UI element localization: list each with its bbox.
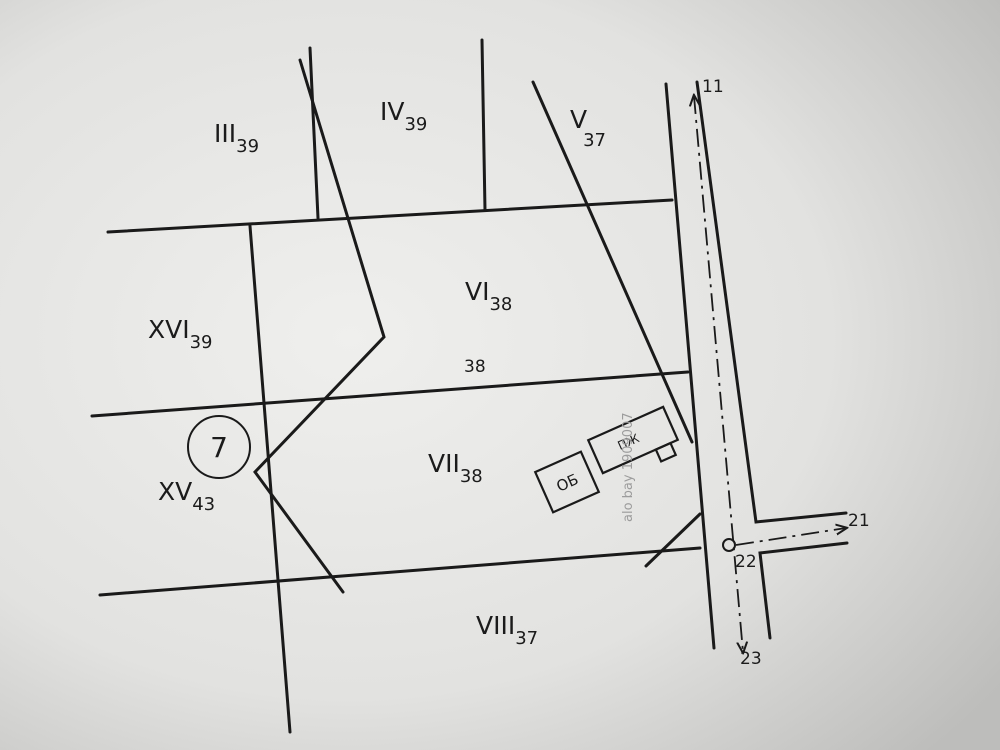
plot-label-iii: III39 <box>214 119 259 157</box>
boundary-line-top <box>106 198 674 234</box>
boundary-line-bottom <box>98 546 702 597</box>
plot-number: 7 <box>210 431 228 464</box>
boundary-line-iii-iv <box>308 46 320 220</box>
boundary-label-38: 38 <box>464 357 486 377</box>
watermark: alo bay 1909007 <box>621 412 636 522</box>
plot-label-vi: VI38 <box>465 277 512 315</box>
road-label-21: 21 <box>848 511 870 531</box>
plot-label-iv: IV39 <box>380 97 427 135</box>
zigzag-line <box>253 58 386 594</box>
plot-label-viii: VIII37 <box>476 611 538 649</box>
side-road-axis <box>735 528 846 546</box>
road-label-11: 11 <box>702 77 724 97</box>
road-right-edge-lower <box>758 541 849 640</box>
junction-label-22: 22 <box>735 552 757 572</box>
plot-label-xvi: XVI39 <box>148 315 213 353</box>
plot-number-circle <box>187 415 251 479</box>
road-label-23: 23 <box>740 649 762 669</box>
diagonal-line-v <box>531 80 694 444</box>
plot-label-vii: VII38 <box>428 449 483 487</box>
road-axis <box>694 96 743 652</box>
plot-label-xv: XV43 <box>158 477 215 515</box>
junction-marker <box>722 538 736 552</box>
boundary-line-west <box>248 224 292 734</box>
boundary-line-iv-v <box>480 38 487 212</box>
boundary-line-middle <box>90 370 690 418</box>
